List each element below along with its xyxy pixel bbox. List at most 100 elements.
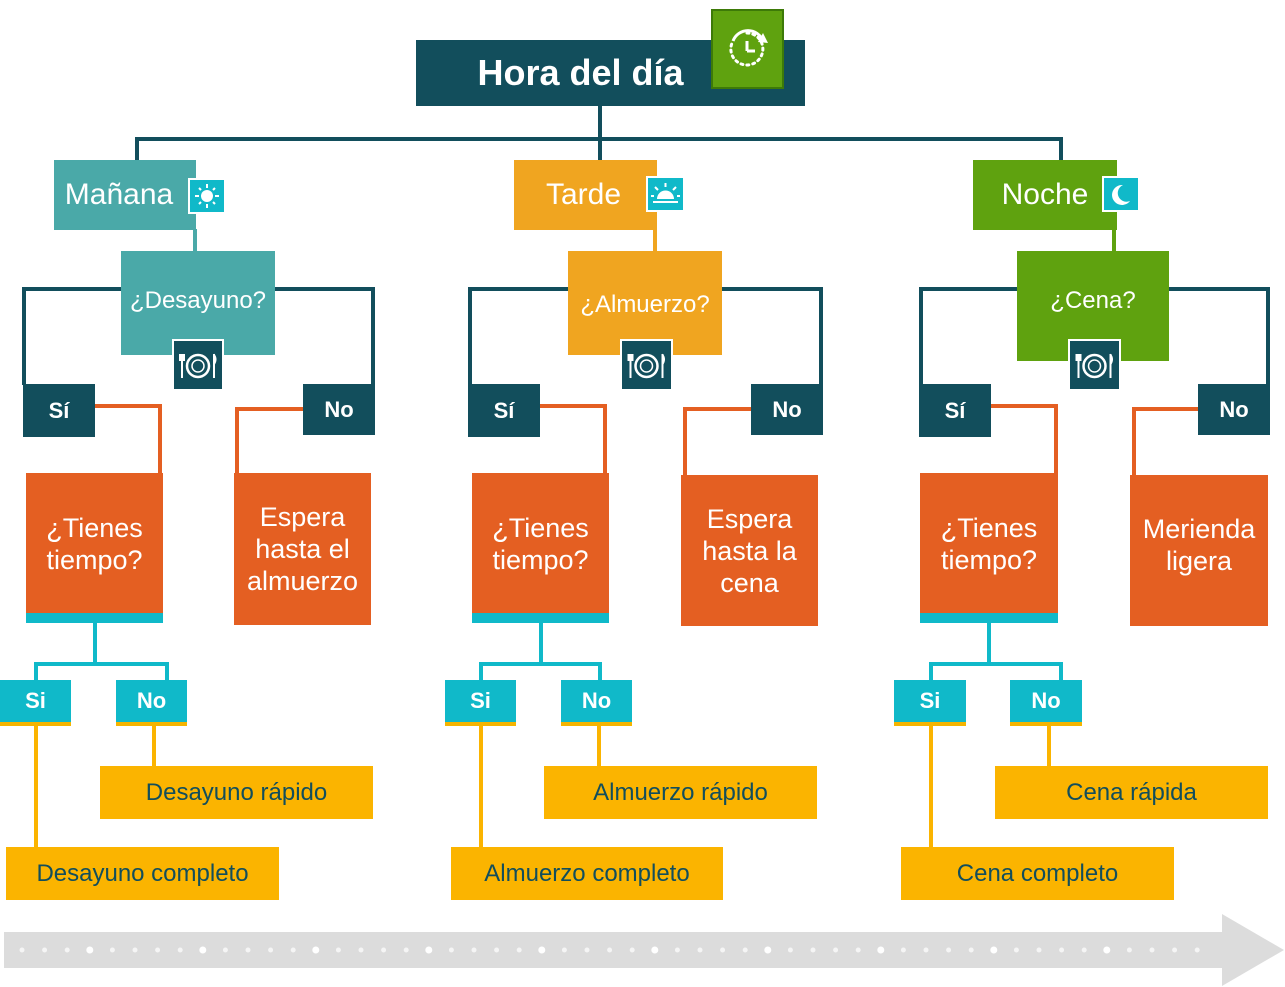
timeline-dot: [155, 947, 161, 953]
page-title-text: Hora del día: [477, 52, 684, 93]
timeline-dot: [1013, 947, 1019, 953]
complete-label: Desayuno completo: [36, 859, 249, 887]
no-result-box: Espera hasta el almuerzo: [234, 473, 371, 625]
timeline-dot: [1194, 947, 1200, 953]
no-result-label: Espera hasta el almuerzo: [246, 502, 359, 596]
timeline-dot: [810, 947, 816, 953]
time-question-label: ¿Tienes tiempo?: [492, 512, 589, 575]
timeline-dot: [1103, 946, 1111, 954]
period-noche: Noche: [973, 160, 1117, 230]
quick-result: Almuerzo rápido: [544, 766, 817, 819]
timeline-dot: [764, 946, 772, 954]
timeline-dot: [245, 947, 251, 953]
period-tarde: Tarde: [514, 160, 657, 230]
timeline-dot: [1059, 947, 1065, 953]
timeline-dot: [900, 947, 906, 953]
timeline-dot: [629, 947, 635, 953]
question-label: ¿Desayuno?: [129, 287, 267, 314]
yes-label: Sí: [493, 397, 515, 423]
timeline-dot: [42, 947, 48, 953]
timeline-dot: [199, 946, 207, 954]
complete-label: Cena completo: [956, 859, 1119, 887]
timeline-dot: [855, 947, 861, 953]
timeline-dot: [381, 947, 387, 953]
quick-result: Desayuno rápido: [100, 766, 373, 819]
timeline-dot: [425, 946, 433, 954]
time-question-label: ¿Tienes tiempo?: [940, 512, 1038, 575]
no-result-box: Espera hasta la cena: [681, 475, 818, 626]
time-question-box: ¿Tienes tiempo?: [920, 473, 1058, 614]
clock-icon: [711, 9, 784, 89]
no-box: No: [751, 384, 823, 435]
timeline-dot: [403, 947, 409, 953]
time-no-box: No: [1010, 680, 1082, 726]
timeline-dot: [494, 947, 500, 953]
utensils-icon: [1068, 339, 1121, 391]
time-question-box: ¿Tienes tiempo?: [26, 473, 163, 614]
timeline-dot: [833, 947, 839, 953]
timeline-dot: [64, 947, 70, 953]
timeline-dot: [697, 947, 703, 953]
time-yes-box: Si: [0, 680, 71, 726]
time-yes-box: Si: [894, 680, 966, 726]
time-no-box: No: [561, 680, 632, 726]
complete-result: Cena completo: [901, 847, 1174, 900]
timeline-dot: [222, 947, 228, 953]
timeline-dot: [990, 946, 998, 954]
period-label: Tarde: [545, 178, 622, 211]
yes-box: Sí: [919, 384, 991, 437]
no-result-label: Espera hasta la cena: [702, 503, 797, 598]
no-box: No: [303, 384, 375, 435]
time-no-box: No: [116, 680, 187, 726]
utensils-icon: [172, 339, 224, 391]
time-yes-label: Si: [470, 688, 491, 713]
timeline-dot: [877, 946, 885, 954]
quick-result: Cena rápida: [995, 766, 1268, 819]
timeline-dot: [1172, 947, 1178, 953]
timeline-dot: [968, 947, 974, 953]
utensils-icon: [620, 339, 673, 391]
no-result-label: Merienda ligera: [1142, 514, 1256, 576]
period-label: Noche: [1001, 178, 1089, 211]
timeline-dot: [674, 947, 680, 953]
complete-result: Desayuno completo: [6, 847, 279, 900]
question-label: ¿Almuerzo?: [580, 291, 710, 318]
yes-box: Sí: [23, 384, 95, 437]
question-cena: ¿Cena?: [1017, 251, 1169, 361]
question-almuerzo: ¿Almuerzo?: [568, 251, 722, 355]
question-desayuno: ¿Desayuno?: [121, 251, 275, 355]
time-yes-label: Si: [919, 688, 941, 713]
timeline-dot: [538, 946, 546, 954]
time-no-label: No: [136, 688, 167, 713]
timeline-dot: [335, 947, 341, 953]
timeline-dot: [787, 947, 793, 953]
time-no-label: No: [581, 688, 612, 713]
yes-label: Sí: [944, 397, 966, 423]
timeline-dot: [1036, 947, 1042, 953]
timeline-dot: [584, 947, 590, 953]
timeline-dot: [312, 946, 320, 954]
time-yes-label: Si: [25, 688, 46, 713]
timeline-dot: [742, 947, 748, 953]
time-question-underline: [472, 613, 609, 623]
sun-icon: [188, 178, 226, 214]
timeline-dot: [516, 947, 522, 953]
no-label: No: [1219, 396, 1249, 422]
timeline-dot: [268, 947, 274, 953]
timeline-dot: [177, 947, 183, 953]
complete-label: Almuerzo completo: [484, 859, 690, 887]
moon-icon: [1102, 176, 1140, 212]
timeline-dot: [946, 947, 952, 953]
timeline-dot: [923, 947, 929, 953]
timeline-dot: [1081, 947, 1087, 953]
time-question-underline: [920, 613, 1058, 623]
timeline-dot: [1149, 947, 1155, 953]
period-label: Mañana: [64, 178, 174, 211]
time-yes-box: Si: [445, 680, 516, 726]
timeline-dot: [448, 947, 454, 953]
sunset-icon: [646, 176, 685, 212]
timeline-dot: [358, 947, 364, 953]
yes-label: Sí: [48, 397, 70, 423]
